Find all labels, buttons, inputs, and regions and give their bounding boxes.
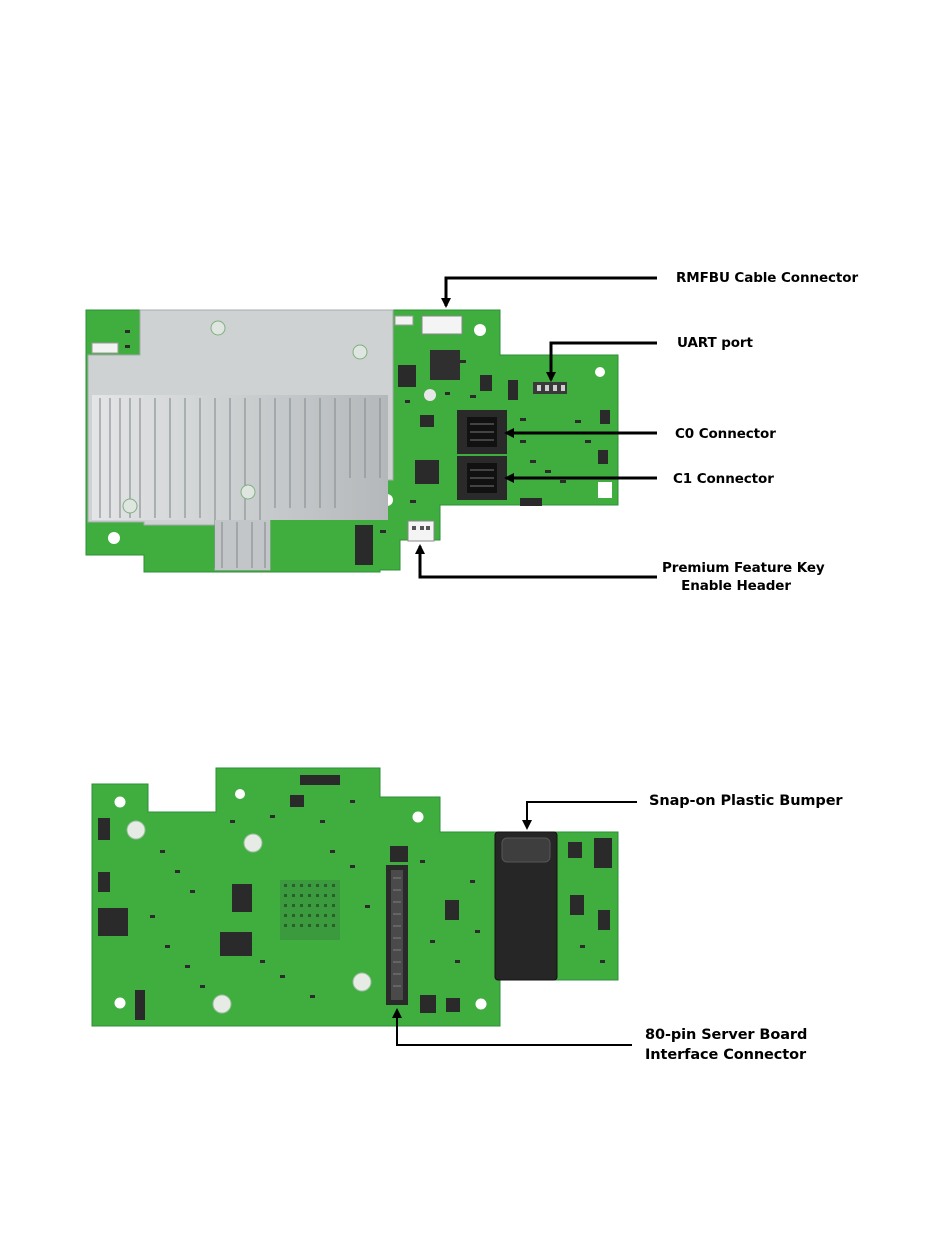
heatsink-screw (353, 973, 371, 991)
capacitor (424, 389, 436, 401)
ic-chip (290, 795, 304, 807)
mounting-hole (235, 789, 245, 799)
ic-chip (415, 460, 439, 484)
premium-feature-key-label-line1: Premium Feature Key (662, 559, 810, 577)
uart-label: UART port (677, 335, 753, 351)
mounting-hole (108, 532, 120, 544)
bumper-label: Snap-on Plastic Bumper (649, 793, 843, 809)
rmfbu-label: RMFBU Cable Connector (676, 270, 858, 286)
premium-feature-key-label: Premium Feature Key Enable Header (662, 559, 810, 595)
heatsink-screw (127, 821, 145, 839)
ic-chip (570, 895, 584, 915)
ic-chip (445, 900, 459, 920)
snap-on-plastic-bumper (495, 832, 557, 980)
ic-chip (446, 998, 460, 1012)
server-connector-label-line2: Interface Connector (645, 1045, 805, 1065)
mounting-hole (476, 999, 487, 1010)
ic-chip (430, 350, 460, 380)
ic-chip (420, 995, 436, 1013)
c1-connector (457, 456, 507, 500)
ic-chip (98, 872, 110, 892)
ic-chip (390, 846, 408, 862)
ic-chip (220, 932, 252, 956)
mounting-hole (115, 797, 126, 808)
heatsink-screw (353, 345, 367, 359)
server-board-interface-connector (386, 865, 408, 1005)
bumper-callout-line (527, 802, 637, 828)
c0-label: C0 Connector (675, 426, 776, 442)
mounting-hole (115, 998, 126, 1009)
small-connector (520, 498, 542, 506)
heatsink-screw (211, 321, 225, 335)
premium-feature-key-label-line2: Enable Header (662, 577, 810, 595)
mounting-hole (595, 367, 605, 377)
server-connector-label: 80-pin Server Board Interface Connector (645, 1025, 805, 1065)
ic-chip (98, 908, 128, 936)
label-sticker (598, 482, 612, 498)
server-connector-label-line1: 80-pin Server Board (645, 1025, 805, 1045)
ic-chip (398, 365, 416, 387)
ic-chip (355, 525, 373, 565)
pfk-callout-line (420, 546, 657, 577)
c1-label: C1 Connector (673, 471, 774, 487)
ic-chip (135, 990, 145, 1020)
ic-chip (480, 375, 492, 391)
ic-chip (598, 910, 610, 930)
rmfbu-connector (422, 316, 462, 334)
heatsink-screw (241, 485, 255, 499)
c0-connector (457, 410, 507, 454)
bga-pattern (280, 880, 340, 940)
mounting-hole (474, 324, 486, 336)
raid-card-top-view (86, 310, 618, 572)
rmfbu-callout-line (446, 278, 657, 306)
ic-chip (600, 410, 610, 424)
ic-chip (508, 380, 518, 400)
premium-feature-key-header (408, 521, 434, 541)
heatsink-screw (213, 995, 231, 1013)
mounting-hole (413, 812, 424, 823)
ic-chip (98, 818, 110, 840)
small-connector (92, 343, 118, 353)
heatsink-screw (244, 834, 262, 852)
small-connector (395, 316, 413, 325)
ic-chip (420, 415, 434, 427)
ic-chip (568, 842, 582, 858)
ic-chip (598, 450, 608, 464)
heatsink-screw (123, 499, 137, 513)
ic-chip (594, 838, 612, 868)
ic-chip (232, 884, 252, 912)
ic-chip (300, 775, 340, 785)
raid-card-bottom-view (92, 768, 618, 1026)
